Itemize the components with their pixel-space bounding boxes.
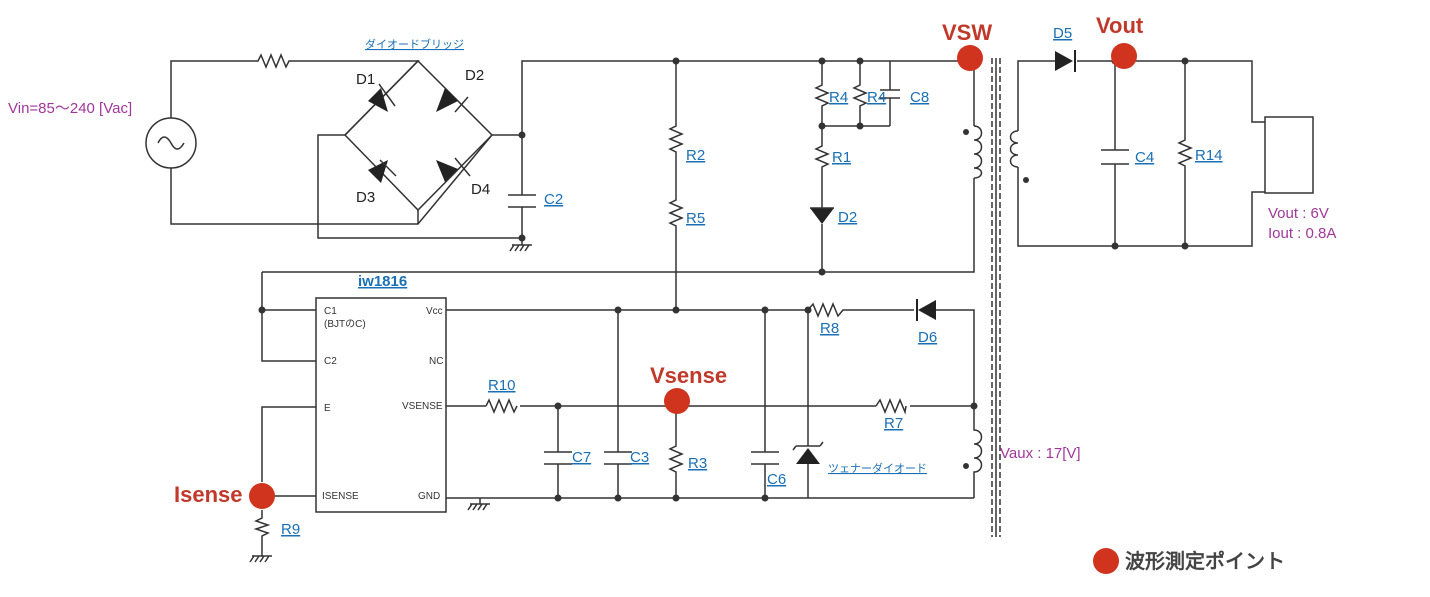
r1-label: R1 (832, 149, 851, 166)
d1-label: D1 (356, 71, 375, 88)
d6-label: D6 (918, 329, 937, 346)
vout-label: Vout (1096, 13, 1144, 38)
zener-diode-symbol (796, 448, 820, 464)
d2-label: D2 (465, 67, 484, 84)
iw1816-ic (315, 297, 447, 513)
pin-vcc-label: Vcc (426, 306, 443, 317)
c4-label: C4 (1135, 149, 1154, 166)
vsw-label: VSW (942, 20, 992, 45)
isense-label: Isense (174, 482, 243, 507)
legend-label: 波形測定ポイント (1125, 549, 1285, 573)
measure-point-isense (249, 483, 275, 509)
r4a-label: R4 (829, 89, 848, 106)
transformer-primary (973, 125, 983, 179)
ic-name-label: iw1816 (358, 273, 407, 290)
aux-winding (973, 406, 983, 498)
d5-label: D5 (1053, 25, 1072, 42)
vaux-label: Vaux : 17[V] (1000, 445, 1081, 462)
vout-spec-label: Vout : 6V (1268, 205, 1329, 222)
pin-e-label: E (324, 403, 331, 414)
junction-dots (258, 57, 1189, 502)
c7-label: C7 (572, 449, 591, 466)
r7-label: R7 (884, 415, 903, 432)
c3-label: C3 (630, 449, 649, 466)
vin-label: Vin=85～240 [Vac] (8, 100, 132, 117)
r14-label: R14 (1195, 147, 1223, 164)
c6-label: C6 (767, 471, 786, 488)
ac-source (145, 117, 197, 169)
r3-label: R3 (688, 455, 707, 472)
diode-d5-symbol (1055, 51, 1073, 71)
load (1264, 116, 1314, 194)
pin-c1-label: C1 (324, 306, 337, 317)
vsense-label: Vsense (650, 363, 727, 388)
c8-label: C8 (910, 89, 929, 106)
diode-d2z-symbol (810, 208, 834, 224)
pin-gnd-label: GND (418, 491, 440, 502)
r10-label: R10 (488, 377, 516, 394)
measure-point-vout (1111, 43, 1137, 69)
c2-label: C2 (544, 191, 563, 208)
transformer-core (991, 58, 1001, 537)
input-resistor (246, 53, 298, 69)
diode-d1-symbol (368, 88, 388, 112)
iout-spec-label: Iout : 0.8A (1268, 225, 1336, 242)
diode-d3-symbol (368, 160, 388, 183)
r4b-label: R4 (867, 89, 886, 106)
d2z-label: D2 (838, 209, 857, 226)
r5-label: R5 (686, 210, 705, 227)
d3-label: D3 (356, 189, 375, 206)
bridge-label: ダイオードブリッジ (365, 37, 464, 51)
r8-label: R8 (820, 320, 839, 337)
diode-d6-symbol (918, 300, 936, 320)
r9-label: R9 (281, 521, 300, 538)
legend-marker (1093, 548, 1119, 574)
pin-isense-label: ISENSE (322, 491, 359, 502)
d4-label: D4 (471, 181, 490, 198)
zener-label: ツェナーダイオード (828, 461, 927, 475)
measure-point-vsense (664, 388, 690, 414)
diode-d4-symbol (436, 160, 458, 182)
transformer-secondary (1009, 130, 1019, 168)
measure-point-vsw (957, 45, 983, 71)
diode-d2-symbol (436, 88, 458, 112)
r2-label: R2 (686, 147, 705, 164)
pin-c1-note: (BJTのC) (324, 319, 366, 330)
pin-c2-label: C2 (324, 356, 337, 367)
pin-vsense-label: VSENSE (402, 401, 443, 412)
pin-nc-label: NC (429, 356, 443, 367)
